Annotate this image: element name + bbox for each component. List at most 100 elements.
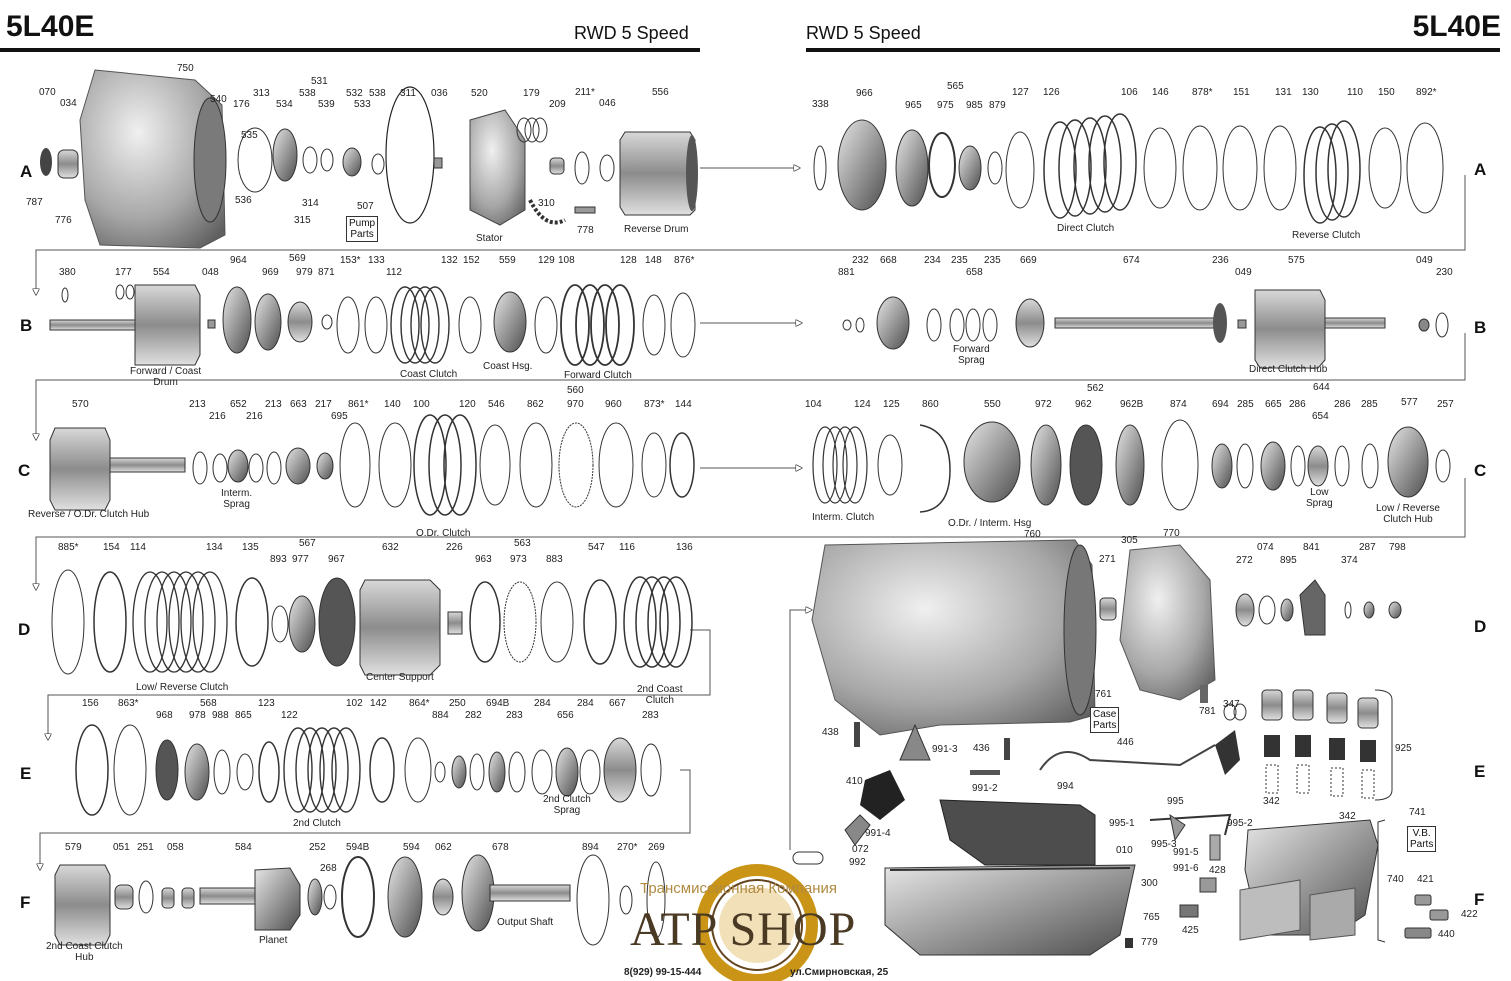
part-number-label: 892* <box>1416 87 1437 98</box>
part-number-label: 310 <box>538 198 555 209</box>
reverse-odr-hub-caption: Reverse / O.Dr. Clutch Hub <box>28 509 150 520</box>
coast-clutch-caption: Coast Clutch <box>400 369 458 380</box>
reverse-drum-caption: Reverse Drum <box>624 224 689 235</box>
part-number-label: 569 <box>289 253 306 264</box>
part-number-label: 883 <box>546 554 563 565</box>
part-number-label: 750 <box>177 63 194 74</box>
part-number-label: 269 <box>648 842 665 853</box>
part-number-label: 217 <box>315 399 332 410</box>
sensor-harness-group <box>792 685 1449 956</box>
part-number-label: 535 <box>241 130 258 141</box>
pump-assembly-group <box>40 69 698 249</box>
part-number-label: 787 <box>26 197 43 208</box>
part-number-label: 658 <box>966 267 983 278</box>
part-number-label: 046 <box>599 98 616 109</box>
watermark-address: ул.Смирновская, 25 <box>790 967 889 978</box>
part-number-label: 114 <box>130 542 146 553</box>
part-number-label: 536 <box>235 195 252 206</box>
part-number-label: 374 <box>1341 555 1358 566</box>
part-number-label: 991-5 <box>1173 847 1199 858</box>
part-number-label: 135 <box>242 542 259 553</box>
part-number-label: 125 <box>883 399 900 410</box>
part-number-label: 861* <box>348 399 369 410</box>
part-number-label: 562 <box>1087 383 1104 394</box>
part-number-label: 884 <box>432 710 449 721</box>
case-group <box>811 539 1402 736</box>
second-clutch-caption: 2nd Clutch <box>293 818 341 829</box>
coast-hsg-caption: Coast Hsg. <box>483 361 533 372</box>
part-number-label: 667 <box>609 698 626 709</box>
part-number-label: 283 <box>506 710 523 721</box>
model-title-left: 5L40E <box>6 10 95 43</box>
part-number-label: 594 <box>403 842 420 853</box>
part-number-label: 632 <box>382 542 399 553</box>
part-number-label: 991-2 <box>972 783 998 794</box>
part-number-label: 342 <box>1263 796 1280 807</box>
row-label-c-right: C <box>1474 461 1487 480</box>
part-number-label: 760 <box>1024 529 1041 540</box>
part-number-label: 268 <box>320 863 337 874</box>
part-number-label: 740 <box>1387 874 1404 885</box>
low-reverse-clutch-caption: Low/ Reverse Clutch <box>136 682 229 693</box>
part-number-label: 992 <box>849 857 866 868</box>
part-number-label: 284 <box>577 698 594 709</box>
part-number-label: 770 <box>1163 528 1180 539</box>
part-number-label: 140 <box>384 399 401 410</box>
output-group <box>54 854 666 946</box>
part-number-label: 209 <box>549 99 566 110</box>
part-number-label: 995-1 <box>1109 818 1135 829</box>
part-number-label: 539 <box>318 99 335 110</box>
part-number-label: 960 <box>605 399 622 410</box>
part-number-label: 967 <box>328 554 345 565</box>
part-number-label: 778 <box>577 225 594 236</box>
part-number-label: 133 <box>368 255 385 266</box>
part-number-label: 300 <box>1141 878 1158 889</box>
part-number-label: 694 <box>1212 399 1229 410</box>
part-number-label: 102 <box>346 698 363 709</box>
part-number-label: 048 <box>202 267 219 278</box>
interm-clutch-caption: Interm. Clutch <box>812 512 875 523</box>
part-number-label: 120 <box>459 399 476 410</box>
part-number-label: 507 <box>357 201 374 212</box>
part-number-label: 534 <box>276 99 293 110</box>
part-number-label: 446 <box>1117 737 1134 748</box>
part-number-label: 594B <box>346 842 370 853</box>
model-title-right: 5L40E <box>1412 10 1501 43</box>
part-number-label: 520 <box>471 88 488 99</box>
part-number-label: 049 <box>1235 267 1252 278</box>
part-number-label: 156 <box>82 698 99 709</box>
part-number-label: 285 <box>1237 399 1254 410</box>
part-number-label: 216 <box>246 411 263 422</box>
atp-shop-logo <box>696 864 818 981</box>
part-number-label: 962 <box>1075 399 1092 410</box>
part-number-label: 124 <box>854 399 871 410</box>
accumulator-pistons <box>1261 689 1379 799</box>
part-number-label: 674 <box>1123 255 1140 266</box>
part-number-label: 338 <box>812 99 829 110</box>
part-number-label: 179 <box>523 88 540 99</box>
subtitle-right: RWD 5 Speed <box>806 23 921 43</box>
part-number-label: 532 <box>346 88 363 99</box>
part-number-label: 874 <box>1170 399 1187 410</box>
part-number-label: 991-6 <box>1173 863 1199 874</box>
part-number-label: 678 <box>492 842 509 853</box>
interm-sprag-caption: Interm.Sprag <box>221 488 253 510</box>
low-reverse-clutch-group <box>51 569 693 676</box>
part-number-label: 873* <box>644 399 665 410</box>
part-number-label: 862 <box>527 399 544 410</box>
part-number-label: 410 <box>846 776 863 787</box>
part-number-label: 070 <box>39 87 56 98</box>
part-number-label: 036 <box>431 88 448 99</box>
part-number-label: 287 <box>1359 542 1376 553</box>
part-number-label: 176 <box>233 99 250 110</box>
part-number-label: 538 <box>369 88 386 99</box>
part-number-label: 213 <box>189 399 206 410</box>
part-number-label: 271 <box>1099 554 1116 565</box>
part-number-label: 979 <box>296 267 313 278</box>
part-number-label: 668 <box>880 255 897 266</box>
vb-parts-caption: V.B.Parts <box>1407 826 1437 852</box>
part-number-label: 058 <box>167 842 184 853</box>
part-number-label: 962B <box>1120 399 1144 410</box>
